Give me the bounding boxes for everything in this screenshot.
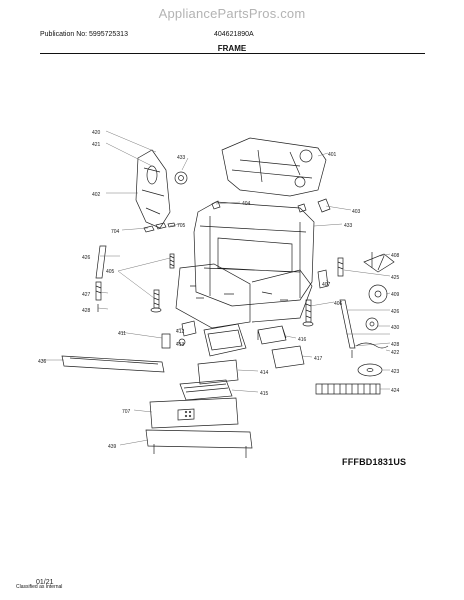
callout-413: 413 (176, 342, 185, 348)
part-405-spring (169, 253, 175, 269)
callout-422: 422 (391, 350, 400, 356)
part-402-side-panel (135, 149, 171, 229)
callout-421: 421 (92, 142, 101, 148)
callout-415: 415 (260, 391, 269, 397)
part-707-panel (149, 397, 239, 429)
document-number: 404621890A (214, 31, 254, 38)
callout-402: 402 (92, 192, 101, 198)
callout-405: 405 (106, 269, 115, 275)
callout-416: 416 (298, 337, 307, 343)
callout-412: 412 (176, 329, 185, 335)
callout-408: 408 (391, 253, 400, 259)
callout-426a: 426 (82, 255, 91, 261)
callout-411: 411 (118, 331, 126, 337)
callout-428b: 428 (391, 342, 400, 348)
section-title: FRAME (217, 44, 247, 53)
callout-705: 705 (177, 223, 186, 229)
callout-430: 430 (391, 325, 400, 331)
callout-417: 417 (314, 356, 323, 362)
model-code: FFFBD1831US (342, 457, 407, 467)
callout-439: 439 (108, 444, 117, 450)
callout-403: 403 (352, 209, 361, 215)
callout-423: 423 (391, 369, 400, 375)
callout-433b: 433 (344, 223, 353, 229)
callout-436: 436 (38, 359, 47, 365)
page-number: 01/21 (36, 579, 54, 586)
part-frame-body (193, 201, 315, 307)
header-divider (40, 53, 425, 54)
callout-433a: 433 (177, 155, 186, 161)
callout-414: 414 (260, 370, 269, 376)
callout-426b: 426 (391, 309, 400, 315)
part-424-hose (315, 383, 381, 395)
callout-401: 401 (328, 152, 337, 158)
callout-427: 427 (82, 292, 91, 298)
callout-425: 425 (391, 275, 400, 281)
callout-428a: 428 (82, 308, 91, 314)
part-436-rail (61, 355, 165, 373)
site-watermark: AppliancePartsPros.com (158, 6, 306, 21)
callout-406: 406 (334, 301, 343, 307)
part-401-tub-top (221, 137, 327, 197)
publication-number: Publication No: 5995725313 (40, 31, 128, 38)
part-416-tray (203, 323, 247, 357)
callout-404: 404 (242, 201, 251, 207)
part-439-kickplate (145, 429, 253, 449)
callout-707: 707 (122, 409, 131, 415)
classification-label: Classified as Internal (16, 584, 63, 590)
callout-424: 424 (391, 388, 400, 394)
callout-409: 409 (391, 292, 400, 298)
callout-704: 704 (111, 229, 120, 235)
callout-407: 407 (322, 282, 331, 288)
callout-420: 420 (92, 130, 101, 136)
